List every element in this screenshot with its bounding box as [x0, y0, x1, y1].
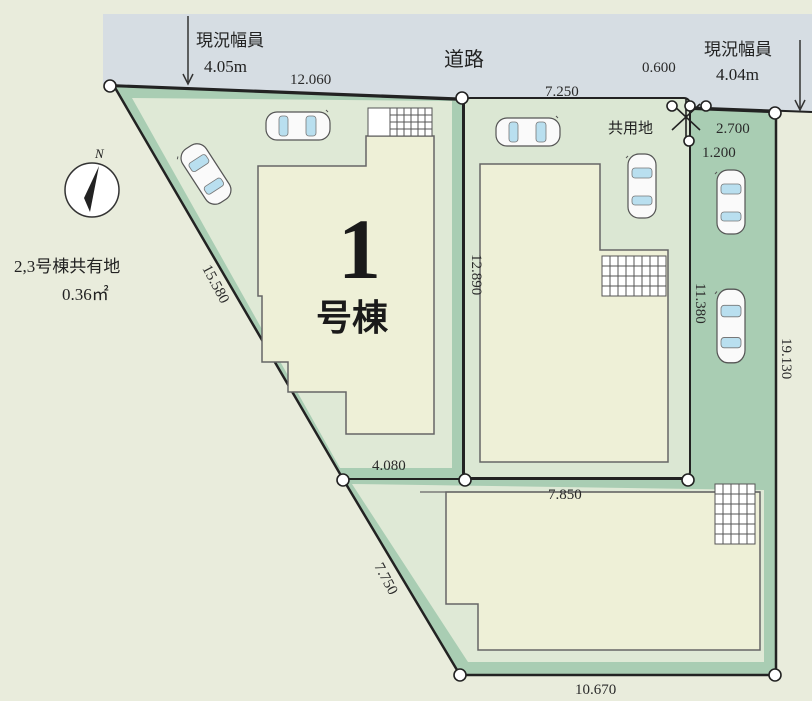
road — [103, 14, 812, 112]
road-width-left-title: 現況幅員 — [196, 31, 264, 50]
building-1-label: 号棟 — [316, 298, 389, 338]
dim-lot3-top: 7.850 — [548, 487, 582, 503]
shared-land-note-line1: 2,3号棟共有地 — [14, 257, 120, 276]
dim-lot1-bottom: 4.080 — [372, 458, 406, 474]
dim-right-side: 19.130 — [778, 338, 794, 379]
dim-top-left: 12.060 — [290, 72, 331, 88]
building-2 — [479, 163, 669, 463]
car-icon — [625, 153, 657, 219]
deck-grid-2 — [601, 255, 667, 297]
compass-north-label: N — [94, 146, 105, 161]
building-1 — [257, 135, 435, 435]
dim-top-mid: 7.250 — [545, 84, 579, 100]
road-width-left-value: 4.05m — [204, 57, 247, 76]
deck-grid-1 — [367, 107, 433, 137]
dim-lot2-side: 12.890 — [468, 254, 484, 295]
corner-markers — [103, 79, 782, 682]
building-1-number: 1 — [338, 201, 381, 297]
road-width-arrow-left — [182, 16, 194, 86]
dim-right-small-1: 2.700 — [716, 121, 750, 137]
car-icon — [714, 169, 746, 235]
car-icon — [714, 288, 746, 364]
compass-icon: N — [64, 146, 120, 218]
car-icon — [265, 109, 331, 141]
shared-land-marker — [666, 98, 712, 147]
dim-right-small-2: 1.200 — [702, 145, 736, 161]
shared-land-label: 共用地 — [608, 120, 653, 137]
deck-grid-3 — [714, 483, 756, 545]
shared-land-note-line2: 0.36㎡ — [62, 285, 109, 304]
dim-passage-side: 11.380 — [692, 283, 708, 324]
dim-bottom: 10.670 — [575, 682, 616, 698]
road-width-right-title: 現況幅員 — [704, 40, 772, 59]
building-3 — [445, 491, 761, 651]
car-icon — [495, 115, 561, 147]
dim-top-small: 0.600 — [642, 60, 676, 76]
road-label: 道路 — [444, 48, 484, 71]
road-width-right-value: 4.04m — [716, 65, 759, 84]
road-width-arrow-right — [794, 40, 806, 112]
